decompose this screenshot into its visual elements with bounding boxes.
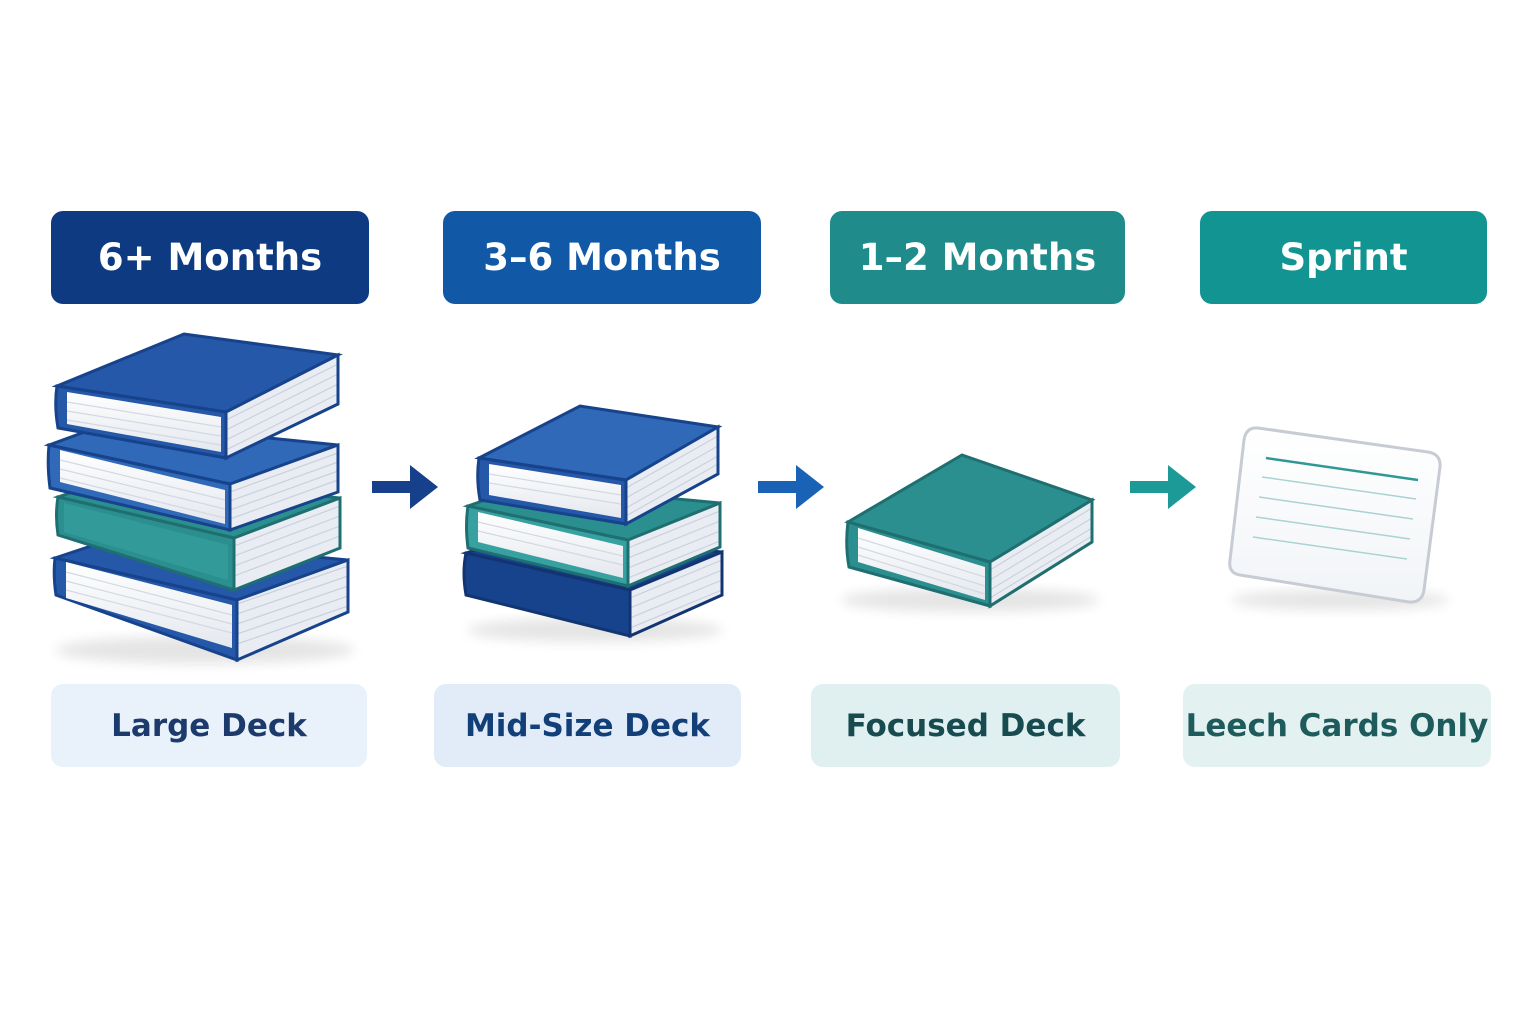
- stage-4-header: Sprint: [1200, 211, 1487, 304]
- arrow-1-icon: [372, 465, 438, 509]
- index-card-icon: [1228, 426, 1450, 610]
- stage-3-header: 1–2 Months: [830, 211, 1125, 304]
- book-stack-medium-icon: [460, 404, 724, 642]
- book-stack-large-icon: [43, 332, 355, 664]
- arrow-2-icon: [758, 465, 824, 509]
- stage-2-label: Mid-Size Deck: [434, 684, 741, 767]
- stage-3-label: Focused Deck: [811, 684, 1120, 767]
- stage-1-label: Large Deck: [51, 684, 367, 767]
- stage-4-label: Leech Cards Only: [1183, 684, 1491, 767]
- stage-2-header: 3–6 Months: [443, 211, 761, 304]
- stage-1-header: 6+ Months: [51, 211, 369, 304]
- single-book-icon: [840, 453, 1100, 612]
- arrow-3-icon: [1130, 465, 1196, 509]
